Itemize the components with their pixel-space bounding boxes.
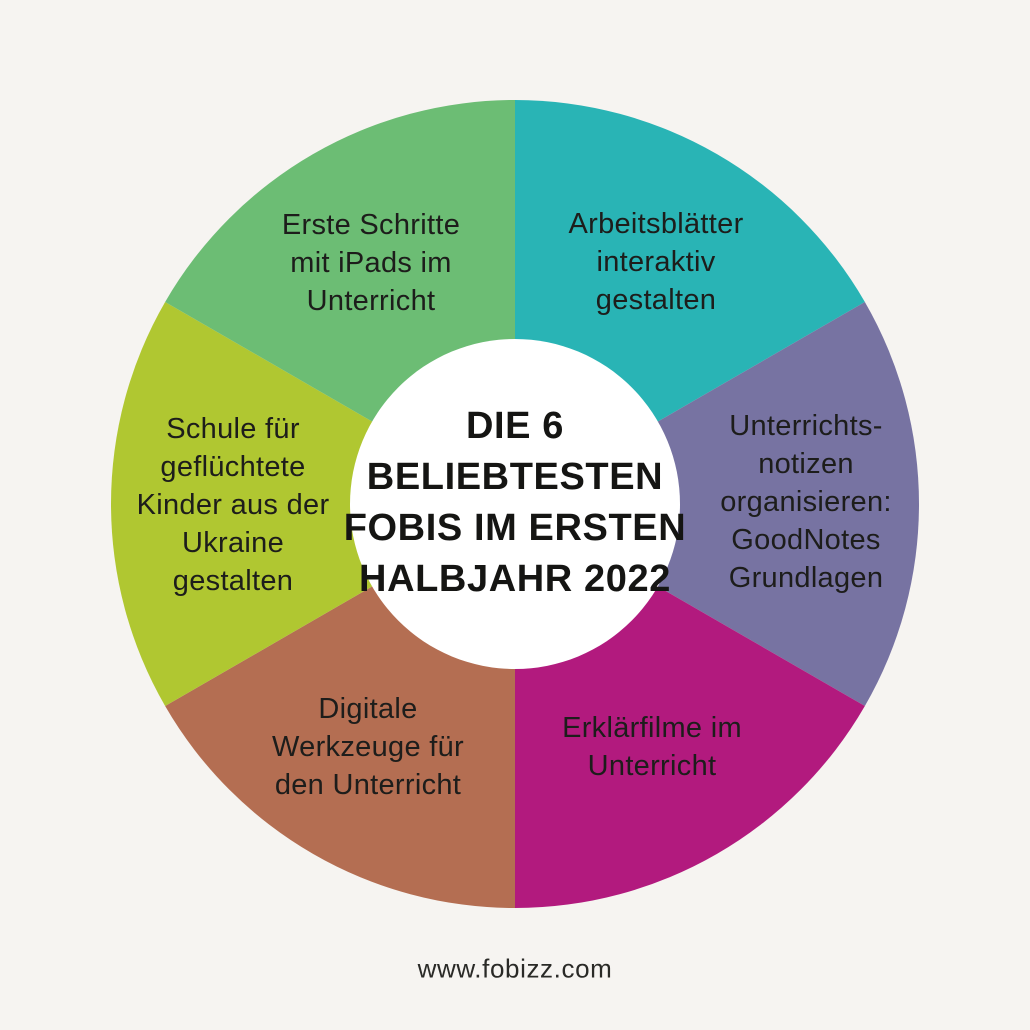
footer-website-url: www.fobizz.com	[417, 953, 613, 984]
chart-title: DIE 6 BELIEBTESTEN FOBIS IM ERSTEN HALBJ…	[343, 405, 687, 600]
segment-label-unterrichtsnotizen: Unterrichts- notizen organisieren: GoodN…	[720, 410, 892, 594]
pie-segment-ukraine	[111, 302, 515, 706]
pie-segment-unterrichtsnotizen	[515, 302, 919, 706]
segment-label-ukraine: Schule für geflüchtete Kinder aus der Uk…	[136, 413, 330, 597]
segment-label-arbeitsblaetter: Arbeitsblätter interaktiv gestalten	[568, 208, 744, 316]
segment-label-ipads: Erste Schritte mit iPads im Unterricht	[281, 209, 461, 317]
segment-label-erklaerfilme: Erklärfilme im Unterricht	[562, 712, 742, 782]
donut-hole	[350, 339, 680, 669]
segment-label-digitale-werkzeuge: Digitale Werkzeuge für den Unterricht	[272, 693, 464, 801]
